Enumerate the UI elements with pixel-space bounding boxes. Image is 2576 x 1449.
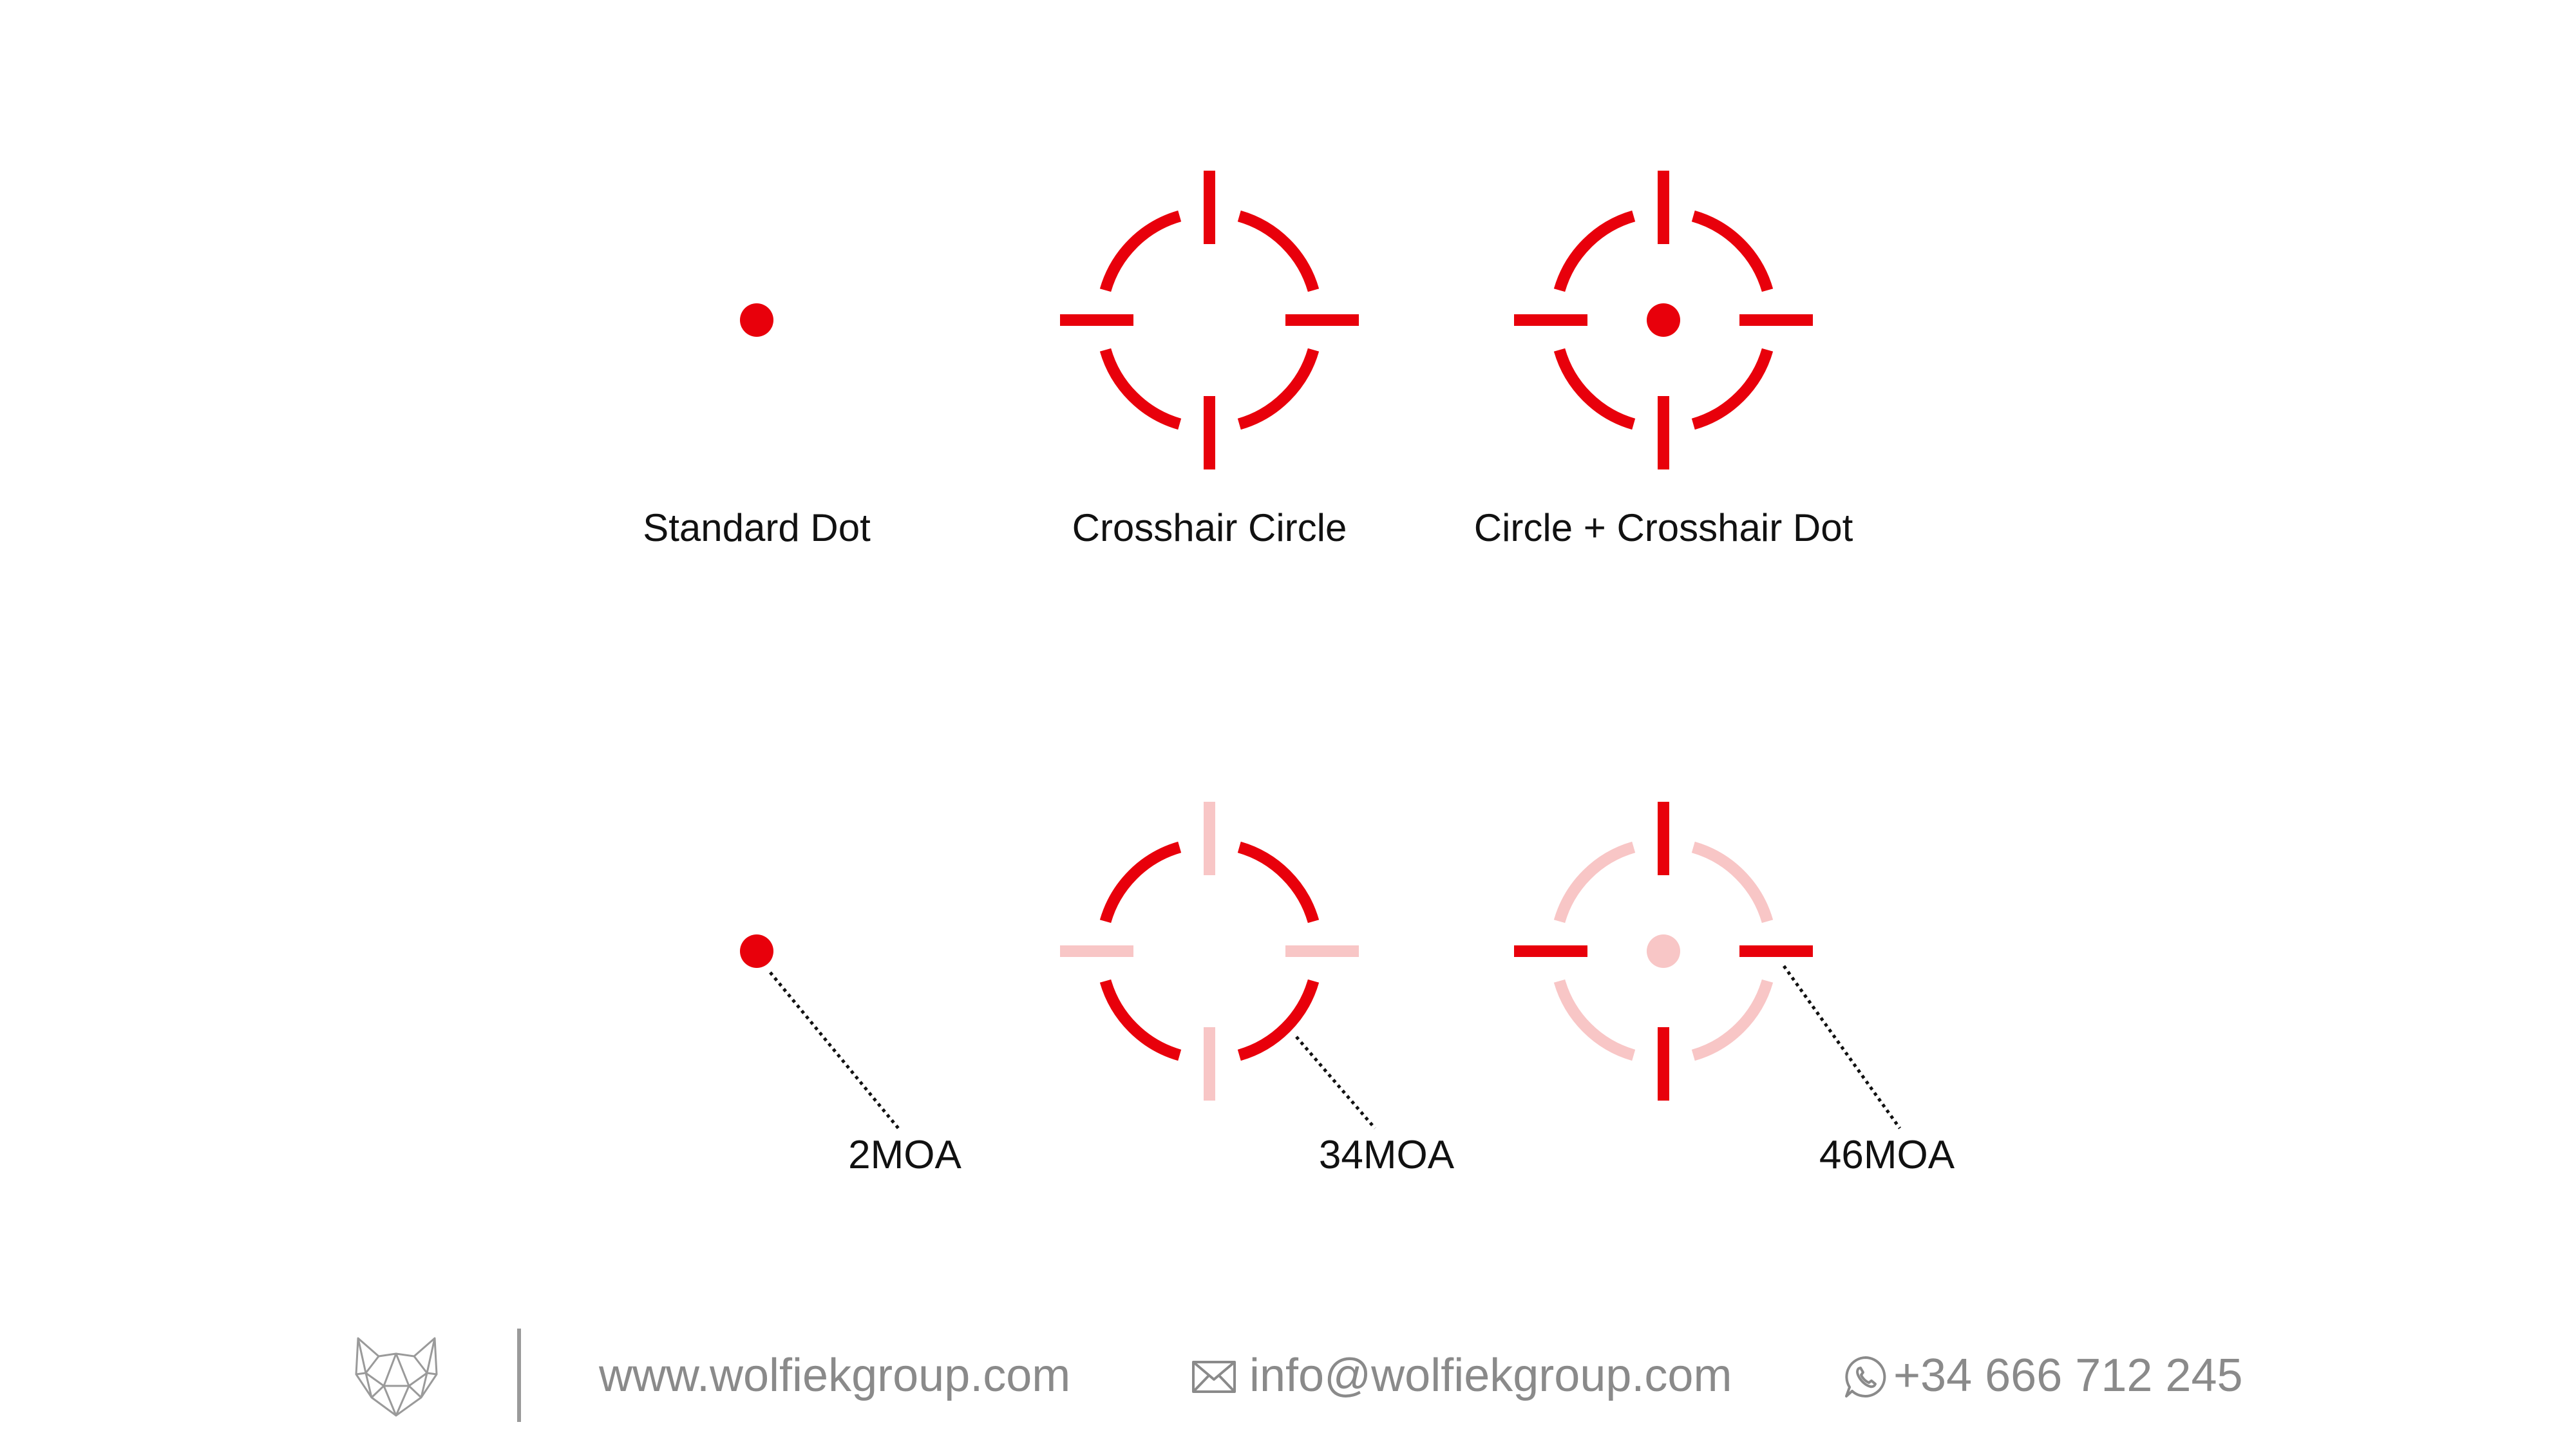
envelope-icon	[1192, 1361, 1236, 1393]
reticle-arc-1	[1691, 348, 1774, 430]
footer-website[interactable]: www.wolfiekgroup.com	[599, 1350, 1071, 1401]
reticle-arc-2	[1553, 979, 1636, 1061]
wolf-head-icon	[355, 1337, 438, 1417]
reticle-center-dot	[740, 934, 773, 968]
reticle-arc-2	[1099, 979, 1182, 1061]
reticle-arc-2	[1099, 348, 1182, 430]
reticle-dot-bottom-0	[740, 934, 773, 968]
label-46moa: 46MOA	[1819, 1133, 1955, 1177]
footer-phone[interactable]: +34 666 712 245	[1893, 1350, 2243, 1401]
reticle-circle-crosshair-dot-top-2	[1514, 171, 1813, 469]
reticle-center-dot	[1647, 303, 1680, 337]
reticle-arc-3	[1553, 841, 1636, 923]
reticle-arc-3	[1099, 210, 1182, 292]
reticle-layer	[740, 171, 1813, 1101]
footer-email[interactable]: info@wolfiekgroup.com	[1249, 1350, 1732, 1401]
reticle-dot-top-0	[740, 303, 773, 337]
reticle-arc-2	[1553, 348, 1636, 430]
reticle-arc-3	[1553, 210, 1636, 292]
reticle-arc-1	[1691, 979, 1774, 1061]
reticle-center-dot	[740, 303, 773, 337]
leader-line-1	[1295, 1036, 1376, 1130]
reticle-crosshair-circle-top-1	[1060, 171, 1359, 469]
footer-divider	[517, 1329, 521, 1422]
reticle-arc-0	[1691, 210, 1774, 292]
leader-line-2	[1782, 965, 1902, 1130]
whatsapp-icon	[1845, 1356, 1886, 1397]
label-2moa: 2MOA	[848, 1133, 961, 1177]
leader-line-0	[769, 971, 900, 1130]
reticle-crosshair-circle-bottom-1	[1060, 802, 1359, 1101]
label-circle-crosshair-dot: Circle + Crosshair Dot	[1473, 506, 1853, 549]
reticle-arc-3	[1099, 841, 1182, 923]
reticle-arc-0	[1691, 841, 1774, 923]
reticle-circle-crosshair-dot-bottom-2	[1514, 802, 1813, 1101]
leader-lines	[769, 965, 1902, 1130]
label-standard-dot: Standard Dot	[643, 506, 871, 549]
reticle-arc-1	[1237, 979, 1320, 1061]
reticle-arc-0	[1237, 841, 1320, 923]
reticle-arc-1	[1237, 348, 1320, 430]
label-crosshair-circle: Crosshair Circle	[1072, 506, 1347, 549]
reticle-arc-0	[1237, 210, 1320, 292]
reticle-center-dot	[1647, 934, 1680, 968]
label-34moa: 34MOA	[1318, 1133, 1455, 1177]
